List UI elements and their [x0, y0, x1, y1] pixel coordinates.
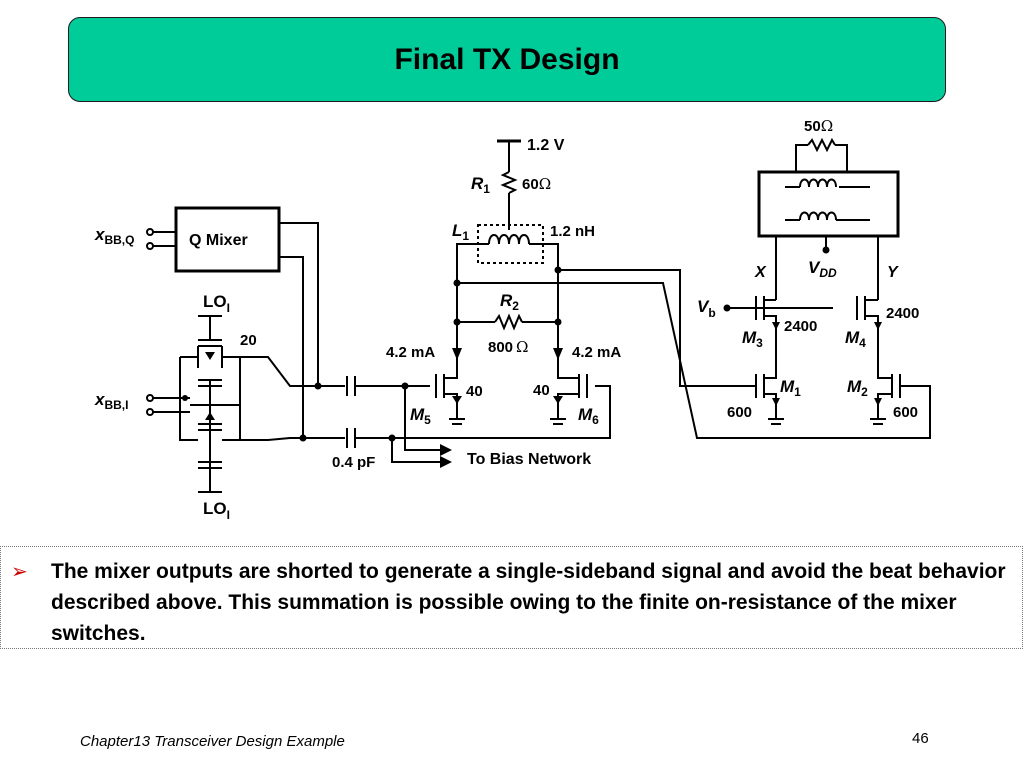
- m6-label: M6: [578, 405, 599, 427]
- page-number: 46: [912, 730, 929, 747]
- q-mixer-block: [174, 206, 281, 273]
- m5-size-label: 40: [466, 383, 483, 400]
- node-y-label: Y: [887, 264, 899, 281]
- current-left-label: 4.2 mA: [386, 344, 435, 361]
- l1-label: L1: [452, 221, 469, 243]
- tx-schematic: Q Mixer xBB,Q xBB,I LOI LOI 20 0.4 pF To…: [94, 117, 931, 522]
- lo-bottom-label: LOI: [203, 499, 230, 522]
- m1-size-label: 600: [727, 404, 752, 421]
- r1-label: R1: [471, 174, 490, 196]
- lo-top-label: LOI: [203, 292, 230, 315]
- bias-network-label: To Bias Network: [467, 451, 591, 468]
- m1-label: M1: [780, 377, 801, 399]
- bullet-box: ➢ The mixer outputs are shorted to gener…: [0, 546, 1023, 649]
- x-bbi-label: xBB,I: [94, 390, 128, 412]
- q-mixer-label: Q Mixer: [189, 232, 248, 249]
- vdd-label: VDD: [808, 258, 837, 280]
- node-x-label: X: [754, 264, 767, 281]
- supply-label: 1.2 V: [527, 137, 565, 154]
- load-resistor-label: 50Ω: [804, 117, 833, 135]
- m4-label: M4: [845, 328, 866, 350]
- current-right-label: 4.2 mA: [572, 344, 621, 361]
- title-banner: Final TX Design: [68, 17, 946, 102]
- switch-size-label: 20: [240, 332, 257, 349]
- arrow-bullet-icon: ➢: [11, 559, 28, 583]
- l1-value-label: 1.2 nH: [550, 223, 595, 240]
- r1-value-label: 60Ω: [522, 175, 551, 193]
- m6-size-label: 40: [533, 382, 550, 399]
- x-bbq-label: xBB,Q: [94, 225, 134, 247]
- vb-label: Vb: [697, 297, 716, 320]
- cap-label: 0.4 pF: [332, 454, 375, 471]
- r2-label: R2: [500, 291, 519, 313]
- footer-text: Chapter13 Transceiver Design Example: [80, 733, 345, 750]
- m5-label: M5: [410, 405, 431, 427]
- slide-title: Final TX Design: [394, 42, 620, 76]
- m4-size-label: 2400: [886, 305, 919, 322]
- m3-label: M3: [742, 328, 763, 350]
- m2-label: M2: [847, 377, 868, 399]
- m3-size-label: 2400: [784, 318, 817, 335]
- bullet-text: The mixer outputs are shorted to generat…: [51, 560, 1006, 645]
- m2-size-label: 600: [893, 404, 918, 421]
